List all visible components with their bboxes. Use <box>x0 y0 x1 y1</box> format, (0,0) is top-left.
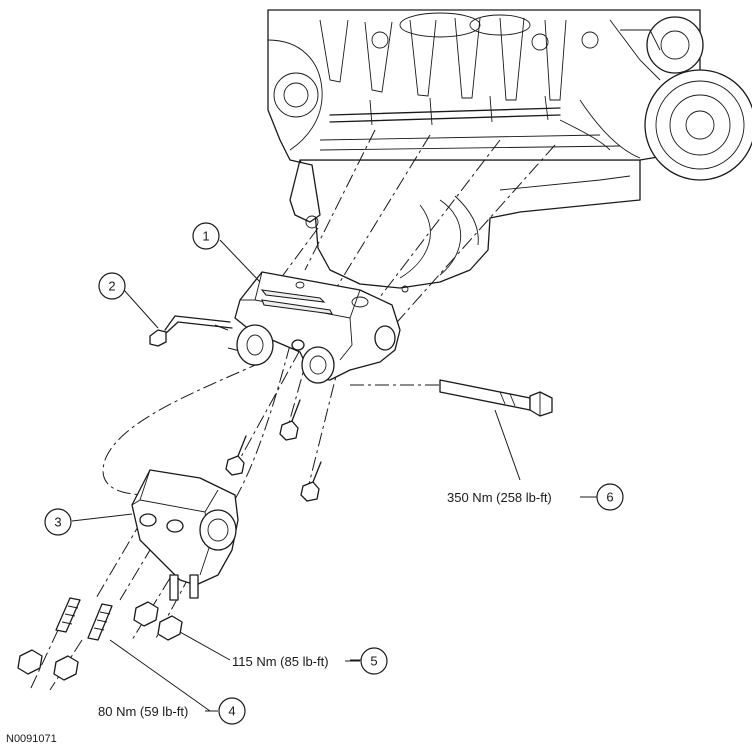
callout-3: 3 <box>44 508 72 536</box>
callout-6: 6 <box>596 483 624 511</box>
callout-6-label: 6 <box>606 490 613 505</box>
leader-lines <box>71 239 600 712</box>
callout-2: 2 <box>98 272 126 300</box>
through-bolt <box>439 379 553 417</box>
callout-3-label: 3 <box>54 515 61 530</box>
torque-label-4: 80 Nm (59 lb-ft) <box>98 704 188 719</box>
torque-label-5: 115 Nm (85 lb-ft) <box>232 654 329 669</box>
callout-1: 1 <box>192 222 220 250</box>
callout-2-label: 2 <box>108 279 115 294</box>
bracket-lower-bolts <box>225 399 322 502</box>
callout-4: 4 <box>218 697 246 725</box>
callout-5-label: 5 <box>370 654 377 669</box>
insulator-studs-nuts <box>17 597 183 681</box>
figure-id: N0091071 <box>6 733 57 745</box>
bracket-bolt <box>149 315 233 347</box>
callout-5: 5 <box>360 647 388 675</box>
engine-mount-insulator <box>131 469 239 601</box>
callout-4-label: 4 <box>228 704 235 719</box>
torque-label-6: 350 Nm (258 lb-ft) <box>447 490 552 505</box>
engine-block-illustration <box>267 9 752 293</box>
engine-mount-bracket <box>234 271 401 384</box>
callout-1-label: 1 <box>202 229 209 244</box>
